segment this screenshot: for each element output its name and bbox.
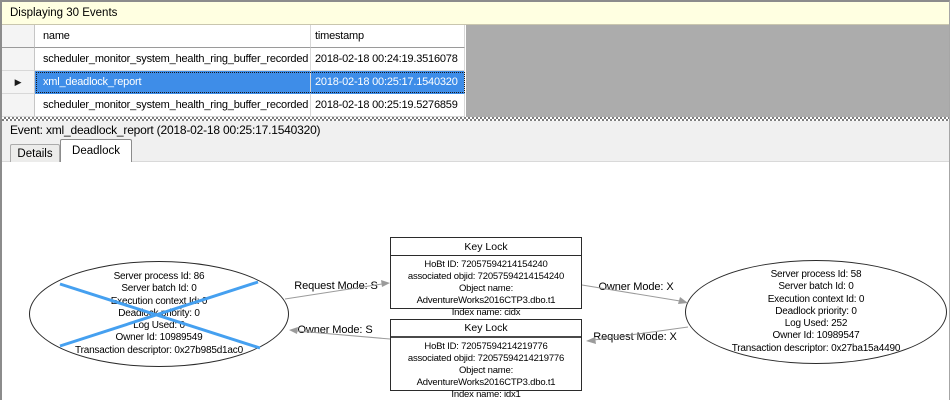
- process-attribute: Server batch Id: 0: [121, 283, 197, 295]
- process-attribute: Server process Id: 86: [113, 270, 205, 282]
- resource-attribute: Object name: AdventureWorks2016CTP3.dbo.…: [416, 365, 556, 388]
- resource-attribute: HoBt ID: 72057594214154240: [424, 259, 548, 270]
- horizontal-splitter[interactable]: [2, 117, 949, 121]
- process-node-other[interactable]: Server process Id: 58 Server batch Id: 0…: [685, 260, 947, 364]
- row-selector-cell[interactable]: [2, 94, 35, 117]
- event-name-cell[interactable]: scheduler_monitor_system_health_ring_buf…: [35, 48, 311, 71]
- edge-label-owner-s: Owner Mode: S: [297, 324, 373, 336]
- event-title-bar: Event: xml_deadlock_report (2018-02-18 0…: [2, 121, 949, 139]
- resource-attribute: associated objid: 72057594214219776: [407, 353, 565, 364]
- deadlock-graph-pane: Request Mode: S Owner Mode: X Owner Mode…: [2, 162, 949, 400]
- resource-attribute: Index name: cidx: [451, 307, 521, 318]
- resource-title: Key Lock: [391, 238, 581, 256]
- event-timestamp-cell[interactable]: 2018-02-18 00:24:19.3516078: [311, 48, 465, 71]
- tab-deadlock[interactable]: Deadlock: [60, 139, 132, 162]
- process-attribute: Deadlock priority: 0: [775, 305, 857, 317]
- events-count-bar: Displaying 30 Events: [2, 2, 949, 25]
- resource-attribute: associated objid: 72057594214154240: [407, 271, 565, 282]
- table-row-selected[interactable]: ▶ xml_deadlock_report 2018-02-18 00:25:1…: [2, 71, 466, 94]
- event-timestamp-cell[interactable]: 2018-02-18 00:25:17.1540320: [311, 71, 465, 94]
- process-attribute: Execution context Id: 0: [767, 293, 865, 305]
- event-timestamp-cell[interactable]: 2018-02-18 00:25:19.5276859: [311, 94, 465, 117]
- row-selector-cell[interactable]: [2, 48, 35, 71]
- process-attribute: Owner Id: 10989549: [115, 332, 203, 344]
- event-title-label: Event: xml_deadlock_report (2018-02-18 0…: [10, 123, 321, 137]
- process-node-victim[interactable]: Server process Id: 86 Server batch Id: 0…: [29, 261, 289, 367]
- column-header-name[interactable]: name: [35, 25, 311, 48]
- pane-top-border: [2, 161, 949, 162]
- tab-details[interactable]: Details: [10, 144, 60, 162]
- event-name-cell[interactable]: scheduler_monitor_system_health_ring_buf…: [35, 94, 311, 117]
- resource-attribute: Object name: AdventureWorks2016CTP3.dbo.…: [416, 283, 556, 306]
- resource-node-key-lock-2[interactable]: Key Lock HoBt ID: 72057594214219776 asso…: [390, 319, 582, 400]
- resource-title: Key Lock: [391, 320, 581, 338]
- resource-attribute: HoBt ID: 72057594214219776: [424, 341, 548, 352]
- edge-label-owner-x: Owner Mode: X: [598, 281, 674, 293]
- process-attribute: Deadlock priority: 0: [118, 307, 200, 319]
- process-attribute: Server process Id: 58: [770, 268, 862, 280]
- table-row[interactable]: scheduler_monitor_system_health_ring_buf…: [2, 48, 466, 71]
- event-name-cell[interactable]: xml_deadlock_report: [35, 71, 311, 94]
- grid-header-row: name timestamp: [2, 25, 466, 48]
- process-attribute: Log Used: 0: [133, 320, 185, 332]
- process-attribute: Log Used: 252: [784, 318, 848, 330]
- process-attribute: Execution context Id: 0: [110, 295, 208, 307]
- current-row-arrow-icon[interactable]: ▶: [2, 71, 35, 94]
- edge-label-request-x: Request Mode: X: [593, 331, 677, 343]
- column-header-timestamp[interactable]: timestamp: [311, 25, 465, 48]
- resource-node-key-lock-1[interactable]: Key Lock HoBt ID: 72057594214154240 asso…: [390, 237, 582, 318]
- process-attribute: Transaction descriptor: 0x27b985d1ac0: [75, 344, 243, 356]
- events-grid: name timestamp scheduler_monitor_system_…: [2, 25, 949, 117]
- table-row[interactable]: scheduler_monitor_system_health_ring_buf…: [2, 94, 466, 117]
- row-selector-header-cell: [2, 25, 35, 48]
- process-attribute: Transaction descriptor: 0x27ba15a4490: [731, 342, 901, 354]
- events-count-label: Displaying 30 Events: [10, 7, 118, 19]
- tab-strip: Details Deadlock: [2, 139, 949, 162]
- resource-attribute: Index name: idx1: [451, 389, 521, 400]
- process-attribute: Owner Id: 10989547: [772, 330, 860, 342]
- events-grid-table: name timestamp scheduler_monitor_system_…: [2, 25, 466, 117]
- process-attribute: Server batch Id: 0: [778, 281, 854, 293]
- edge-label-request-s: Request Mode: S: [294, 280, 378, 292]
